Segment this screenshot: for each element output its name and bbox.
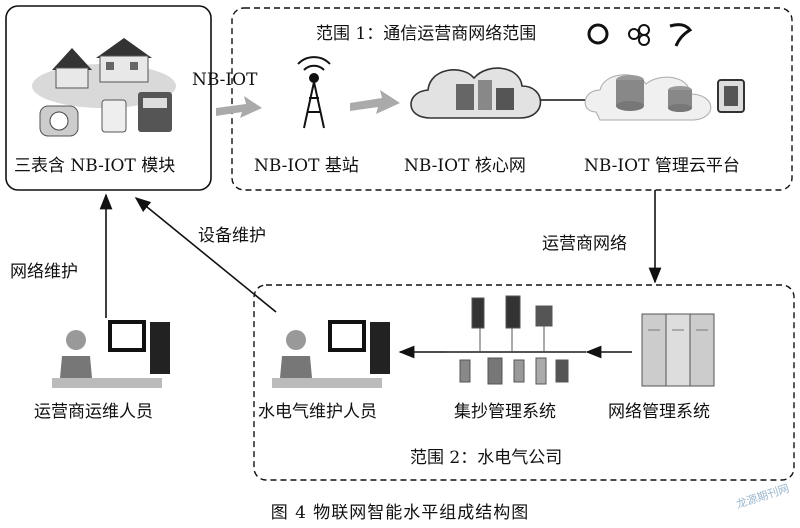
collection-system-label: 集抄管理系统	[454, 402, 556, 422]
collection-network-icon	[446, 295, 586, 385]
china-mobile-logo	[587, 23, 609, 45]
meter-icon	[39, 92, 172, 137]
china-telecom-logo	[669, 23, 693, 47]
server-cabinet-icon	[641, 313, 715, 387]
network-maintenance-label: 网络维护	[10, 262, 78, 282]
meters-box	[5, 5, 212, 191]
utility-staff-label: 水电气维护人员	[258, 402, 377, 422]
operator-staff-label: 运营商运维人员	[34, 402, 153, 422]
core-network-label: NB-IOT 核心网	[404, 156, 526, 176]
device-maintenance-label: 设备维护	[198, 226, 266, 246]
meters-label: 三表含 NB-IOT 模块	[14, 156, 176, 176]
worker-computer-icon	[272, 320, 390, 388]
cloud-server-icon	[410, 67, 542, 119]
scope1-region	[231, 7, 793, 191]
device-maintenance-arrow	[134, 196, 277, 313]
network-mgmt-label: 网络管理系统	[608, 402, 710, 422]
figure-caption: 图 4 物联网智能水平组成结构图	[270, 503, 530, 523]
cloud-platform-label: NB-IOT 管理云平台	[584, 156, 740, 176]
nbiot-link-label: NB-IOT	[192, 70, 258, 90]
server-rack-icon	[717, 79, 745, 113]
scope1-label: 范围 1：通信运营商网络范围	[316, 24, 537, 44]
cell-tower-icon	[297, 56, 331, 129]
scope2-region	[253, 284, 795, 481]
scope2-label: 范围 2：水电气公司	[410, 448, 563, 468]
base-station-label: NB-IOT 基站	[254, 156, 359, 176]
signal-bolt-icon	[216, 90, 400, 118]
operator-network-label: 运营商网络	[542, 234, 627, 254]
database-icon	[584, 74, 712, 121]
worker-computer-icon	[52, 320, 170, 388]
china-unicom-logo	[628, 24, 650, 46]
